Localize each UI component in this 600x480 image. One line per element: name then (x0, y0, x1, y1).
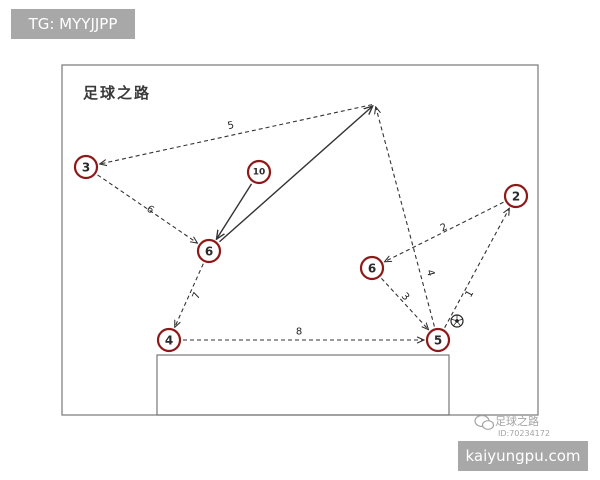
pass-2-6-label: 2 (439, 222, 450, 235)
penalty-box (156, 354, 450, 416)
player-p4: 4 (156, 327, 182, 353)
player-marker (246, 159, 272, 185)
player-marker (73, 154, 99, 180)
pass-3-6-line (97, 174, 198, 243)
site-url-badge: kaiyungpu.com (458, 441, 588, 471)
player-p5: 5 (425, 327, 451, 353)
pass-top-3-line (100, 104, 373, 164)
pass-3-6-label: 6 (144, 204, 155, 217)
diagram-title: 足球之路 (83, 84, 151, 102)
player-p3: 3 (73, 154, 99, 180)
player-number: 3 (82, 161, 90, 175)
run-6-top-line (219, 106, 372, 243)
player-marker (196, 238, 222, 264)
player-marker (359, 255, 385, 281)
pass-top-3-label: 5 (227, 120, 236, 132)
pass-6-5-label: 3 (399, 291, 411, 303)
player-number: 6 (205, 245, 213, 259)
player-number: 5 (434, 334, 442, 348)
player-marker (503, 183, 529, 209)
run-5-top-line (376, 107, 435, 327)
pass-5-2-line (444, 208, 510, 328)
wechat-icon (474, 414, 495, 430)
run-5-top-label: 4 (424, 269, 436, 278)
player-p6-left: 6 (196, 238, 222, 264)
soccer-ball-icon (450, 314, 464, 328)
watermark-id: ID:70234172 (498, 429, 550, 438)
player-marker (156, 327, 182, 353)
pitch-border (61, 64, 539, 416)
pass-4-5-label: 8 (296, 327, 302, 338)
player-number: 4 (165, 334, 173, 348)
pass-6-5-line (381, 277, 428, 329)
watermark: 足球之路 ID:70234172 (474, 414, 550, 438)
pass-6-4-line (175, 263, 204, 327)
player-p2: 2 (503, 183, 529, 209)
player-marker (425, 327, 451, 353)
watermark-name: 足球之路 (495, 414, 539, 428)
player-number: 2 (512, 190, 520, 204)
pass-10-6-line (216, 183, 253, 239)
pass-6-4-label: 7 (191, 291, 204, 301)
player-p10: 10 (246, 159, 272, 185)
player-number: 10 (253, 168, 266, 178)
tg-badge: TG: MYYJJPP (11, 9, 135, 39)
player-p6-right: 6 (359, 255, 385, 281)
pass-5-2-label: 1 (464, 289, 477, 300)
player-number: 6 (368, 262, 376, 276)
pass-2-6-line (385, 201, 504, 261)
